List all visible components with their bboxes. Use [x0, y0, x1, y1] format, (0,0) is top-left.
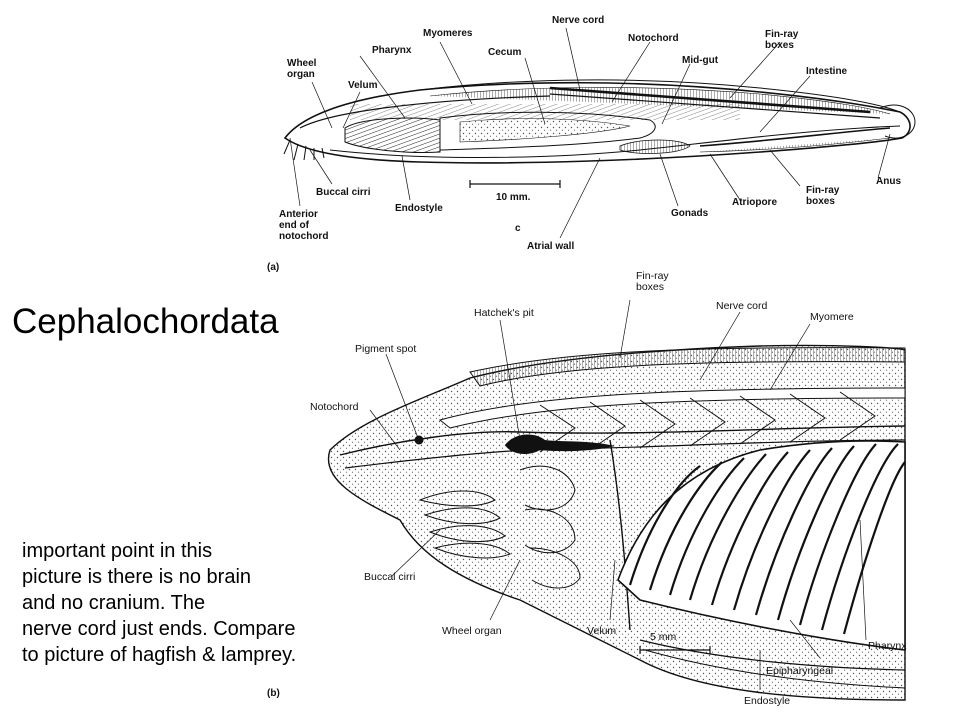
label-a-intestine: Intestine [806, 66, 848, 77]
label-a-wheel-organ: Wheel organ [287, 58, 317, 80]
label-a-endostyle: Endostyle [395, 203, 443, 214]
label-b-velum: Velum [587, 625, 617, 637]
label-a-atrial-wall: Atrial wall [527, 241, 575, 252]
label-b-hatcheks-pit: Hatchek's pit [474, 307, 534, 319]
scale-bar-a-label: 10 mm. [496, 192, 531, 203]
label-b-wheel-organ: Wheel organ [442, 625, 502, 637]
stray-mark: c [515, 223, 521, 234]
panel-label-b: (b) [267, 688, 280, 699]
figure-a-drawing [283, 27, 916, 239]
label-a-anterior-notochord: Anterior end of notochord [279, 209, 329, 242]
label-a-notochord: Notochord [628, 33, 679, 44]
note-line: picture is there is no brain [22, 566, 252, 588]
explanation-note: important point in this picture is there… [22, 538, 402, 668]
label-a-buccal-cirri: Buccal cirri [316, 187, 371, 198]
label-b-pigment-spot: Pigment spot [355, 343, 417, 355]
label-a-cecum: Cecum [488, 47, 522, 58]
label-b-myomere: Myomere [810, 311, 854, 323]
label-a-mid-gut: Mid-gut [682, 55, 719, 66]
label-a-myomeres: Myomeres [423, 28, 473, 39]
label-a-gonads: Gonads [671, 208, 709, 219]
note-line: to picture of hagfish & lamprey. [22, 644, 297, 666]
figure-b-drawing [327, 299, 906, 701]
label-b-buccal-cirri: Buccal cirri [364, 571, 416, 583]
label-a-pharynx: Pharynx [372, 45, 412, 56]
label-a-fin-ray-boxes-bottom: Fin-ray boxes [806, 185, 840, 207]
label-b-endostyle: Endostyle [744, 695, 791, 707]
label-a-anus: Anus [876, 176, 901, 187]
label-b-pharynx: Pharynx [868, 640, 907, 652]
label-b-notochord: Notochord [310, 401, 359, 413]
note-line: and no cranium. The [22, 592, 206, 614]
label-a-velum: Velum [348, 80, 378, 91]
slide-title: Cephalochordata [12, 302, 279, 341]
label-a-atriopore: Atriopore [732, 197, 777, 208]
note-line: important point in this [22, 540, 213, 562]
label-a-fin-ray-boxes-top: Fin-ray boxes [765, 29, 799, 51]
label-b-epipharyngeal: Epipharyngeal [766, 665, 834, 677]
panel-label-a: (a) [267, 262, 280, 273]
label-a-nerve-cord: Nerve cord [552, 15, 605, 26]
label-b-fin-ray-boxes: Fin-ray boxes [636, 270, 669, 293]
label-b-nerve-cord: Nerve cord [716, 300, 768, 312]
note-line: nerve cord just ends. Compare [22, 618, 296, 640]
scale-bar-b-label: 5 mm [650, 631, 677, 643]
